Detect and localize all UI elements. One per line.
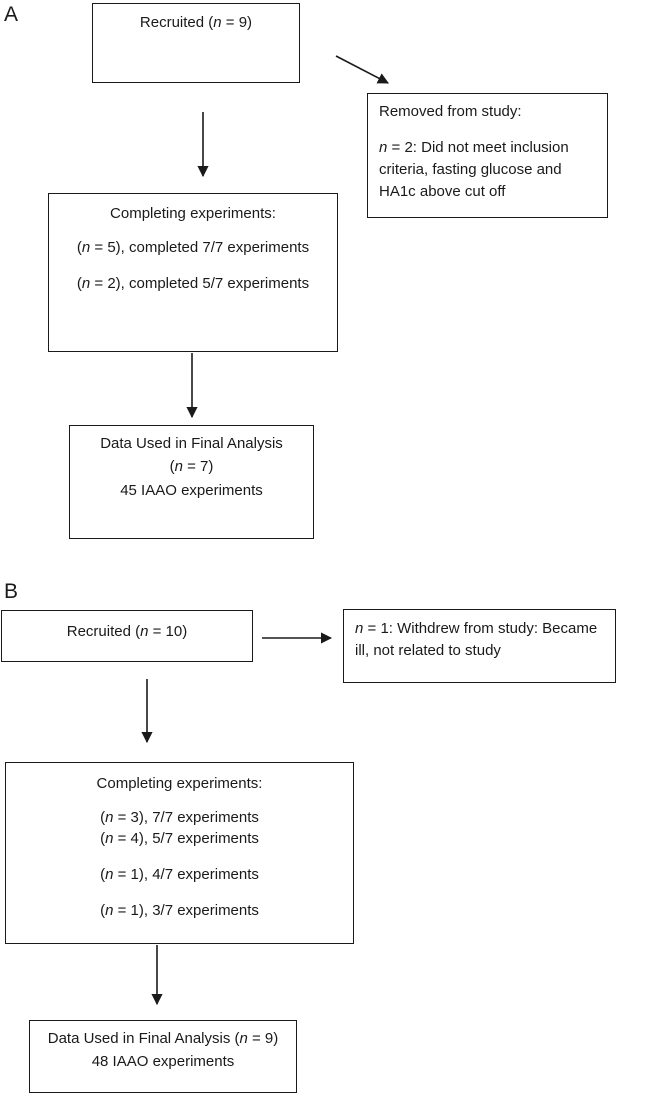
- panel-b-recruited-box: Recruited (n = 10): [1, 610, 253, 662]
- panel-b-final-box: Data Used in Final Analysis (n = 9) 48 I…: [29, 1020, 297, 1093]
- panel-a-removed-box: Removed from study: n = 2: Did not meet …: [367, 93, 608, 218]
- panel-a-final-experiments: 45 IAAO experiments: [120, 482, 263, 499]
- panel-b-completing-row-4: (n = 1), 3/7 experiments: [100, 902, 259, 919]
- panel-a-final-box: Data Used in Final Analysis (n = 7) 45 I…: [69, 425, 314, 539]
- panel-a-completing-row-2: (n = 2), completed 5/7 experiments: [76, 275, 310, 292]
- panel-a-label: A: [4, 3, 19, 26]
- panel-a-recruited-text: Recruited (n = 9): [139, 14, 253, 31]
- panel-a-recruited-box: Recruited (n = 9): [92, 3, 300, 83]
- panel-b-label: B: [4, 580, 19, 603]
- panel-a-completing-row-1: (n = 5), completed 7/7 experiments: [76, 239, 310, 256]
- panel-a-final-title: Data Used in Final Analysis: [100, 435, 283, 452]
- panel-b-completing-row-3: (n = 1), 4/7 experiments: [100, 866, 259, 883]
- panel-a-removed-title: Removed from study:: [379, 103, 522, 120]
- panel-b-recruited-text: Recruited (n = 10): [66, 623, 188, 640]
- panel-a-completing-box: Completing experiments: (n = 5), complet…: [48, 193, 338, 352]
- panel-b-completing-row-1: (n = 3), 7/7 experiments: [100, 809, 259, 826]
- panel-b-final-experiments: 48 IAAO experiments: [91, 1053, 235, 1070]
- panel-a-final-n: (n = 7): [169, 458, 214, 475]
- panel-a-removed-detail: n = 2: Did not meet inclusion criteria, …: [379, 139, 569, 200]
- panel-b-final-title: Data Used in Final Analysis (n = 9): [47, 1030, 279, 1047]
- panel-b-withdrew-box: n = 1: Withdrew from study: Became ill, …: [343, 609, 616, 683]
- panel-b-completing-box: Completing experiments: (n = 3), 7/7 exp…: [5, 762, 354, 944]
- panel-b-withdrew-text: n = 1: Withdrew from study: Became ill, …: [355, 620, 598, 659]
- panel-a-arrow-recruited-to-removed: [335, 55, 389, 84]
- panel-a-completing-title: Completing experiments:: [110, 205, 276, 222]
- panel-b-completing-row-2: (n = 4), 5/7 experiments: [100, 830, 259, 847]
- panel-b-completing-title: Completing experiments:: [96, 775, 263, 792]
